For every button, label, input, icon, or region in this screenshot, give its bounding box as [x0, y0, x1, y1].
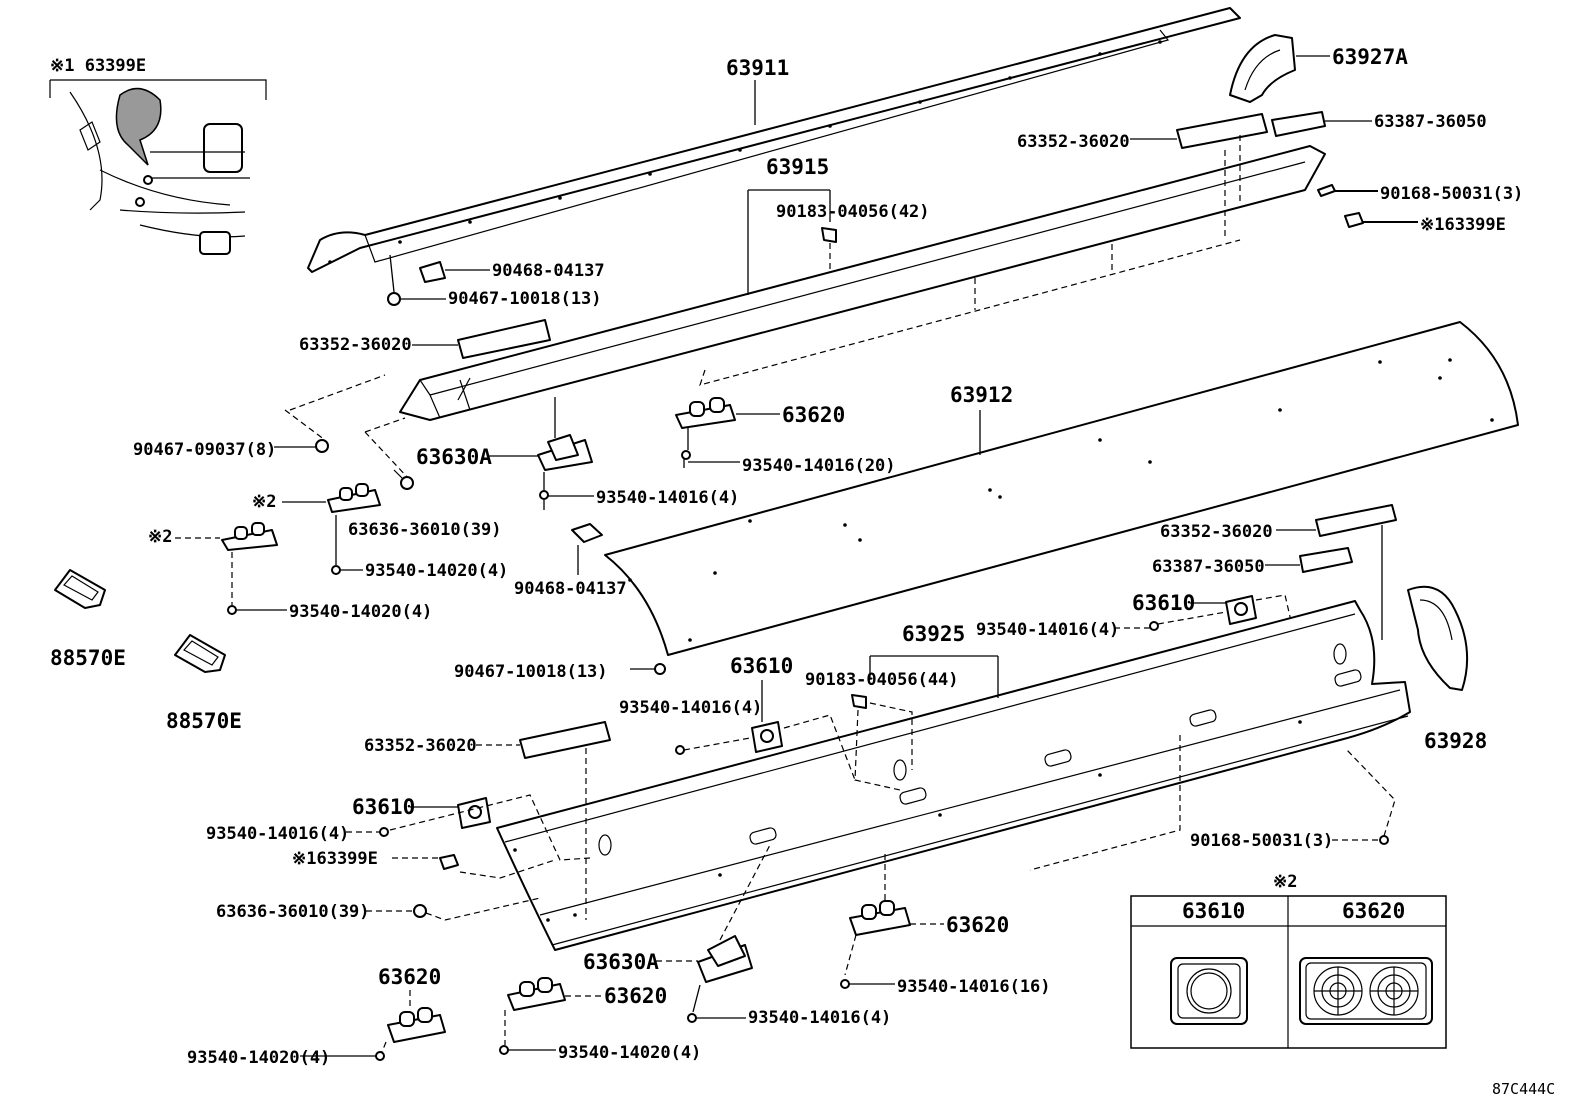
legend-col2: 63620 [1342, 899, 1405, 923]
part-63911 [307, 7, 1241, 273]
label-90468-top: 90468-04137 [492, 261, 605, 281]
label-63399E-left: ※163399E [292, 849, 378, 869]
label-63352-right: 63352-36020 [1160, 522, 1273, 542]
label-63399E-right: ※163399E [1420, 215, 1506, 235]
label-63352-top: 63352-36020 [1017, 132, 1130, 152]
label-90168-bottom: 90168-50031(3) [1190, 831, 1333, 851]
label-63911: 63911 [726, 56, 789, 80]
legend-col1: 63610 [1182, 899, 1245, 923]
label-63925: 63925 [902, 622, 965, 646]
part-63620-bottom-left [387, 1007, 446, 1043]
label-90467-09037: 90467-09037(8) [133, 440, 276, 460]
part-90468-mid [571, 523, 603, 543]
part-63610-left [457, 797, 491, 829]
part-63630A-top [537, 434, 593, 471]
diagram-code: 87C444C [1492, 1080, 1555, 1098]
label-63352-left: 63352-36020 [299, 335, 412, 355]
part-63925 [496, 600, 1411, 951]
part-63610-right [1225, 595, 1257, 625]
label-93540-4-left: 93540-14016(4) [206, 824, 349, 844]
part-63912 [604, 321, 1519, 656]
part-63927A [1229, 34, 1296, 103]
label-93540-14020-bottom-b: 93540-14020(4) [187, 1048, 330, 1068]
label-93540-16: 93540-14016(16) [897, 977, 1051, 997]
part-bracket-x2-b [221, 522, 278, 551]
part-63352-left [457, 319, 551, 359]
label-93540-14020-b: 93540-14020(4) [289, 602, 432, 622]
label-x2-b: ※2 [148, 527, 172, 547]
label-63352-bottom: 63352-36020 [364, 736, 477, 756]
label-63620-bottom-mid: 63620 [604, 984, 667, 1008]
legend-63620-drawing [1299, 957, 1433, 1025]
label-63636-top: 63636-36010(39) [348, 520, 502, 540]
inset-63399E: ※1 63399E [49, 56, 267, 255]
legend-marker: ※2 [1273, 872, 1297, 892]
label-90183-44: 90183-04056(44) [805, 670, 959, 690]
label-93540-4-mid: 93540-14016(4) [596, 488, 739, 508]
part-63928 [1407, 585, 1469, 691]
part-bracket-x2-a [327, 483, 381, 513]
part-63636-top [393, 469, 414, 490]
part-63620-bottom-mid [507, 977, 566, 1011]
part-63620-mid [675, 397, 736, 429]
label-90183-42: 90183-04056(42) [776, 202, 930, 222]
label-63928: 63928 [1424, 729, 1487, 753]
label-63387-right: 63387-36050 [1152, 557, 1265, 577]
part-63352-top [1176, 113, 1268, 149]
part-63620-bottom-right [849, 900, 911, 936]
label-93540-14020-a: 93540-14020(4) [365, 561, 508, 581]
label-88570E-b: 88570E [166, 709, 242, 733]
label-63636-bottom: 63636-36010(39) [216, 902, 370, 922]
label-93540-4-bottom: 93540-14016(4) [748, 1008, 891, 1028]
label-93540-20: 93540-14016(20) [742, 456, 896, 476]
label-63927A: 63927A [1332, 45, 1408, 69]
part-63352-bottom [519, 721, 611, 759]
label-63620-mid: 63620 [782, 403, 845, 427]
label-93540-14020-bottom-a: 93540-14020(4) [558, 1043, 701, 1063]
label-63630A-bottom: 63630A [583, 950, 659, 974]
part-63352-right [1315, 504, 1397, 537]
label-63610-left: 63610 [352, 795, 415, 819]
label-63610-right: 63610 [1132, 591, 1195, 615]
part-63387-top [1271, 111, 1326, 137]
label-63387-top: 63387-36050 [1374, 112, 1487, 132]
part-63610-mid [751, 721, 783, 753]
label-63915: 63915 [766, 155, 829, 179]
label-63620-bottom-left: 63620 [378, 965, 441, 989]
label-63610-mid: 63610 [730, 654, 793, 678]
part-63915 [399, 145, 1326, 421]
part-63387-right [1299, 547, 1353, 573]
legend-x2: ※2 63610 63620 [1130, 872, 1447, 1049]
label-90467-13-mid: 90467-10018(13) [454, 662, 608, 682]
inset-title: ※1 63399E [50, 56, 146, 76]
label-90468-mid: 90468-04137 [514, 579, 627, 599]
label-93540-4-right: 93540-14016(4) [976, 620, 1119, 640]
label-x2-a: ※2 [252, 492, 276, 512]
label-63912: 63912 [950, 383, 1013, 407]
part-88570E-a [54, 569, 106, 609]
label-63620-bottom-right: 63620 [946, 913, 1009, 937]
label-88570E-a: 88570E [50, 646, 126, 670]
label-93540-4-mid2: 93540-14016(4) [619, 698, 762, 718]
label-90168-top: 90168-50031(3) [1380, 184, 1523, 204]
part-88570E-b [174, 634, 226, 673]
legend-63610-drawing [1170, 957, 1248, 1025]
label-90467-13-top: 90467-10018(13) [448, 289, 602, 309]
label-63630A-top: 63630A [416, 445, 492, 469]
part-63630A-bottom [697, 935, 753, 983]
